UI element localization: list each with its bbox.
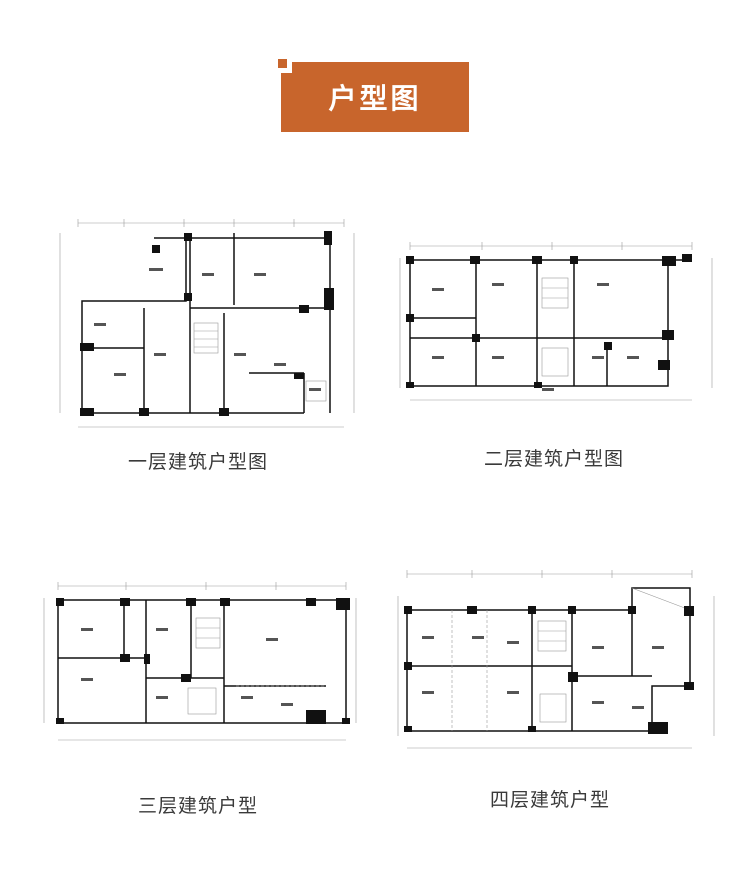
- floor-plan-3: [36, 578, 366, 748]
- floor-plan-3-caption: 三层建筑户型: [137, 795, 258, 817]
- floor-plan-2-caption: 二层建筑户型图: [483, 448, 624, 470]
- floor-plan-3-drawing: [43, 582, 357, 741]
- floor-plan-4-caption: 四层建筑户型: [489, 789, 610, 811]
- section-title: 户型图: [328, 82, 422, 115]
- floor-plan-2-drawing: [399, 242, 713, 401]
- floor-plan-4-drawing: [397, 570, 715, 749]
- floor-plan-1-caption: 一层建筑户型图: [127, 451, 268, 473]
- floor-plan-4: [392, 566, 722, 756]
- floor-plan-1: [54, 213, 364, 433]
- section-header-banner: 户型图: [278, 59, 469, 132]
- header-corner-mark: [278, 59, 292, 73]
- floor-plan-2: [392, 238, 722, 408]
- floor-plan-1-drawing: [59, 219, 355, 428]
